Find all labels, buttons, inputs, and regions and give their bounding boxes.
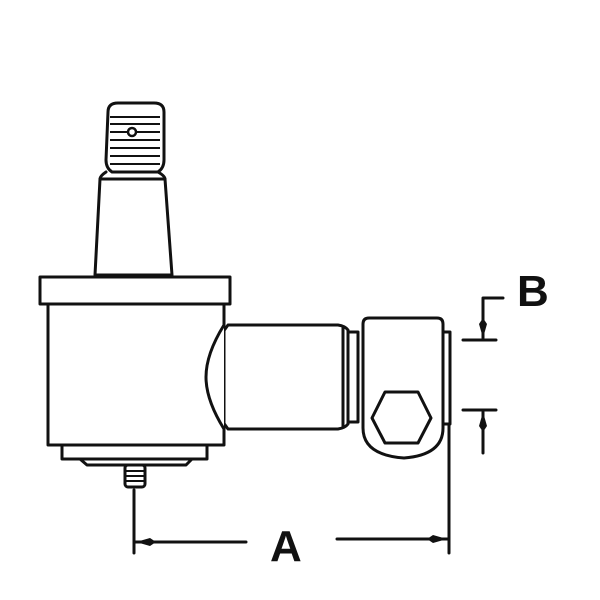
arrowhead-icon <box>479 412 487 432</box>
socket-housing <box>38 275 232 467</box>
hex-nut-icon <box>370 390 433 445</box>
connecting-tube <box>204 323 360 431</box>
dimension-label-a: A <box>270 522 302 571</box>
cotter-pin-hole-icon <box>126 126 138 138</box>
eye-end <box>361 316 452 460</box>
grease-fitting <box>123 463 147 489</box>
dimension-b <box>461 296 505 455</box>
arrowhead-icon <box>136 538 156 546</box>
tapered-shank <box>93 177 174 277</box>
dimension-label-b: B <box>517 267 549 316</box>
arrowhead-icon <box>479 318 487 338</box>
arrowhead-icon <box>427 535 447 543</box>
threaded-stud <box>104 101 166 174</box>
dimension-a <box>132 422 451 555</box>
